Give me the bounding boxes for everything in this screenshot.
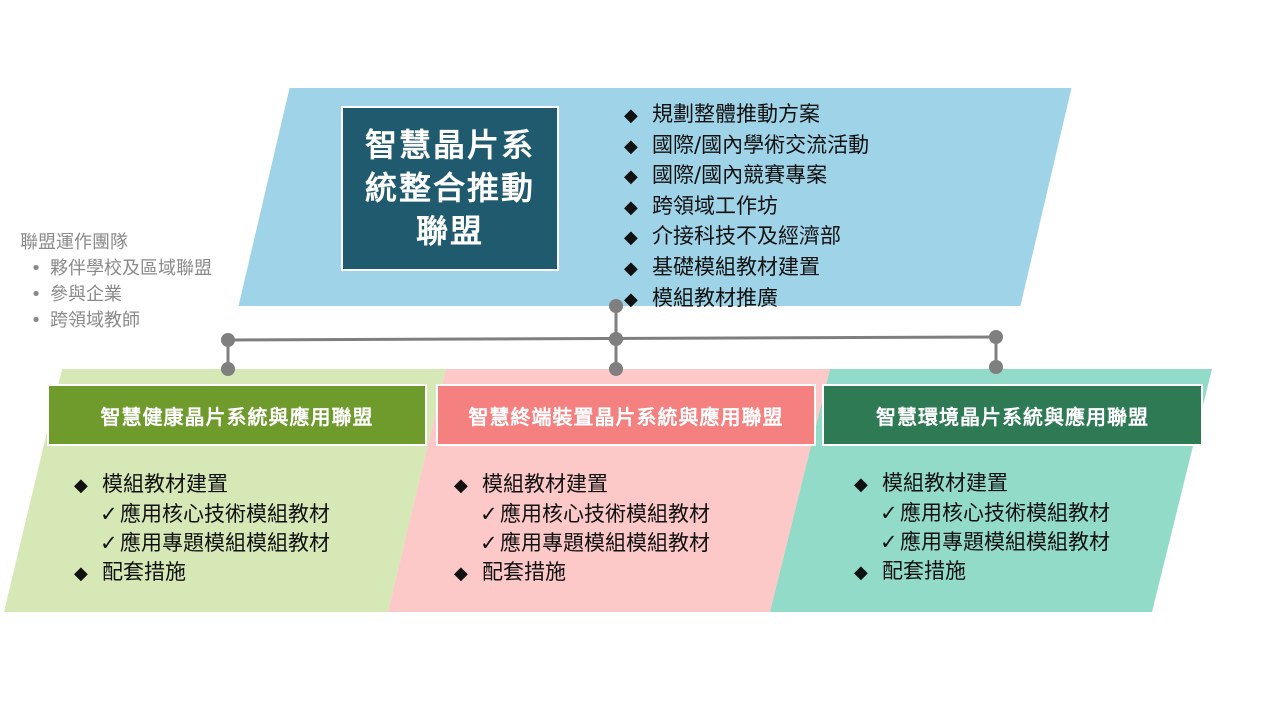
node-left-bottom: [221, 362, 235, 376]
alliance-environment-title: 智慧環境晶片系統與應用聯盟: [822, 384, 1203, 446]
list-subitem: ✓應用專題模組模組教材: [454, 529, 710, 558]
team-member: •跨領域教師: [20, 308, 212, 334]
team-member: •參與企業: [20, 282, 212, 308]
node-center-mid: [609, 332, 623, 346]
check-icon: ✓: [100, 502, 118, 526]
diamond-icon: ◆: [624, 135, 638, 157]
list-subitem: ✓應用核心技術模組教材: [854, 499, 1110, 528]
list-subitem: ✓應用專題模組模組教材: [854, 528, 1110, 557]
main-item: ◆介接科技不及經濟部: [624, 222, 869, 253]
main-item: ◆基礎模組教材建置: [624, 253, 869, 284]
list-item: ◆模組教材建置: [74, 470, 330, 500]
check-icon: ✓: [880, 530, 898, 554]
main-title: 智慧晶片系統整合推動聯盟: [364, 126, 535, 250]
team-panel: 聯盟運作團隊 •夥伴學校及區域聯盟 •參與企業 •跨領域教師: [20, 230, 212, 334]
diamond-icon: ◆: [454, 475, 468, 496]
diamond-icon: ◆: [624, 257, 638, 279]
diamond-icon: ◆: [624, 196, 638, 218]
diamond-icon: ◆: [74, 475, 88, 496]
node-right-bottom: [989, 360, 1003, 374]
check-icon: ✓: [480, 502, 498, 526]
team-member: •夥伴學校及區域聯盟: [20, 256, 212, 282]
node-top: [609, 299, 623, 313]
diamond-icon: ◆: [454, 563, 468, 584]
main-title-box: 智慧晶片系統整合推動聯盟: [341, 106, 559, 271]
check-icon: ✓: [480, 531, 498, 555]
node-center-bottom: [609, 362, 623, 376]
list-item: ◆配套措施: [74, 558, 330, 588]
diamond-icon: ◆: [624, 227, 638, 249]
list-subitem: ✓應用核心技術模組教材: [74, 500, 330, 529]
team-title: 聯盟運作團隊: [20, 232, 128, 253]
main-item: ◆模組教材推廣: [624, 284, 869, 315]
diamond-icon: ◆: [74, 563, 88, 584]
list-item: ◆配套措施: [854, 557, 1110, 587]
main-item: ◆國際/國內學術交流活動: [624, 131, 869, 162]
bullet-icon: •: [30, 284, 42, 305]
diamond-icon: ◆: [854, 562, 868, 583]
main-item: ◆規劃整體推動方案: [624, 100, 869, 131]
list-item: ◆模組教材建置: [454, 470, 710, 500]
alliance-health-list: ◆模組教材建置 ✓應用核心技術模組教材 ✓應用專題模組模組教材 ◆配套措施: [74, 470, 330, 588]
diamond-icon: ◆: [624, 166, 638, 188]
bullet-icon: •: [30, 310, 42, 331]
list-subitem: ✓應用專題模組模組教材: [74, 529, 330, 558]
main-item: ◆跨領域工作坊: [624, 192, 869, 223]
list-item: ◆模組教材建置: [854, 469, 1110, 499]
alliance-terminal-list: ◆模組教材建置 ✓應用核心技術模組教材 ✓應用專題模組模組教材 ◆配套措施: [454, 470, 710, 588]
alliance-terminal-title: 智慧終端裝置晶片系統與應用聯盟: [436, 384, 816, 446]
main-item-list: ◆規劃整體推動方案 ◆國際/國內學術交流活動 ◆國際/國內競賽專案 ◆跨領域工作…: [624, 100, 869, 314]
list-item: ◆配套措施: [454, 558, 710, 588]
diamond-icon: ◆: [854, 474, 868, 495]
alliance-health-title: 智慧健康晶片系統與應用聯盟: [47, 384, 427, 446]
check-icon: ✓: [100, 531, 118, 555]
diamond-icon: ◆: [624, 288, 638, 310]
connector-nodes: [221, 299, 1003, 376]
diamond-icon: ◆: [624, 105, 638, 126]
alliance-environment-list: ◆模組教材建置 ✓應用核心技術模組教材 ✓應用專題模組模組教材 ◆配套措施: [854, 469, 1110, 587]
main-item: ◆國際/國內競賽專案: [624, 161, 869, 192]
list-subitem: ✓應用核心技術模組教材: [454, 500, 710, 529]
node-right-top: [989, 330, 1003, 344]
bullet-icon: •: [30, 258, 42, 279]
team-member-list: •夥伴學校及區域聯盟 •參與企業 •跨領域教師: [20, 256, 212, 334]
check-icon: ✓: [880, 501, 898, 525]
node-left-top: [221, 333, 235, 347]
